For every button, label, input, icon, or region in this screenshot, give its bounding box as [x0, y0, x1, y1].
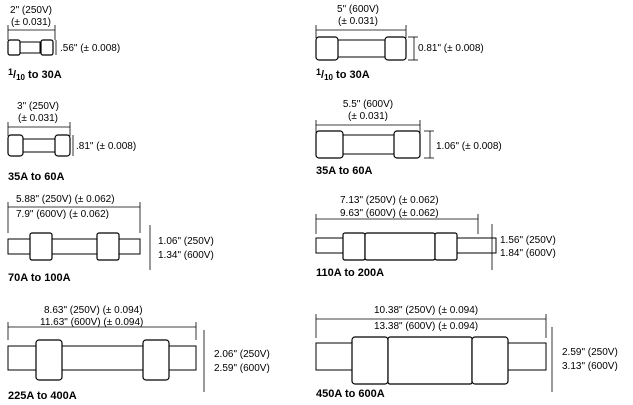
fuse-end-cap: [315, 130, 344, 159]
fuse-end-cap: [393, 130, 421, 159]
fuse-item-2: 5" (600V) (± 0.031) 0.81" (± 0.008) 1/10…: [315, 4, 484, 82]
diameter-label-line-1: 2.06" (250V): [214, 349, 270, 360]
diameter-label-line-1: 2.59" (250V): [562, 347, 618, 358]
fuse-end-cap: [40, 39, 54, 56]
length-label-line-1: 8.63" (250V) (± 0.094): [44, 305, 143, 316]
diameter-label: .56" (± 0.008): [60, 43, 120, 54]
length-label-line-2: 13.38" (600V) (± 0.094): [374, 321, 478, 332]
diameter-label-line-2: 2.59" (600V): [214, 363, 270, 374]
fuse-end-cap: [471, 336, 509, 385]
length-label-line-1: 5" (600V): [337, 4, 379, 15]
diameter-label: .81" (± 0.008): [76, 141, 136, 152]
range-rest: to 30A: [333, 69, 370, 81]
fuse-end-cap: [96, 232, 120, 261]
range-denominator: 10: [324, 73, 333, 82]
length-label-line-2: (± 0.031): [338, 16, 378, 27]
fuse-end-cap: [142, 339, 170, 381]
fuse-end-cap: [384, 36, 407, 61]
fuse-end-cap: [7, 134, 24, 157]
length-label-line-1: 7.13" (250V) (± 0.062): [340, 195, 439, 206]
fuse-item-5: 5.88" (250V) (± 0.062) 7.9" (600V) (± 0.…: [7, 194, 214, 284]
length-label-line-2: 11.63" (600V) (± 0.094): [40, 317, 143, 328]
fuse-end-cap: [315, 36, 339, 61]
fuse-end-cap: [351, 336, 389, 385]
length-label-line-2: (± 0.031): [348, 111, 388, 122]
diameter-label: 0.81" (± 0.008): [418, 43, 484, 54]
fuse-body-center: [364, 232, 436, 261]
fuse-body: [7, 238, 141, 255]
range-denominator: 10: [16, 73, 25, 82]
diameter-label-line-2: 1.34" (600V): [158, 250, 214, 261]
length-label-line-2: 9.63" (600V) (± 0.062): [340, 208, 439, 219]
fuse-end-cap: [7, 39, 21, 56]
fuse-end-cap: [434, 232, 458, 261]
range-numerator: 1: [316, 67, 321, 77]
length-label-line-2: 7.9" (600V) (± 0.062): [16, 209, 109, 220]
range-numerator: 1: [8, 67, 13, 77]
fuse-item-3: 3" (250V) (± 0.031) .81" (± 0.008) 35A t…: [7, 101, 136, 183]
ampere-range-label: 1/10 to 30A: [8, 67, 62, 82]
fuse-end-cap: [54, 134, 71, 157]
fuse-end-cap: [342, 232, 366, 261]
ampere-range-label: 35A to 60A: [316, 165, 373, 177]
fuse-body-center: [387, 336, 473, 385]
diameter-label-line-1: 1.56" (250V): [500, 235, 556, 246]
length-label-line-1: 10.38" (250V) (± 0.094): [374, 305, 478, 316]
diameter-label-line-1: 1.06" (250V): [158, 236, 214, 247]
fuse-end-cap: [29, 232, 53, 261]
fuse-item-1: 2" (250V) (± 0.031) .56" (± 0.008) 1/10 …: [7, 5, 120, 82]
ampere-range-label: 110A to 200A: [316, 267, 384, 279]
fuse-body: [334, 134, 402, 155]
ampere-range-label: 1/10 to 30A: [316, 67, 370, 82]
fuse-end-cap: [35, 339, 63, 381]
fuse-item-6: 7.13" (250V) (± 0.062) 9.63" (600V) (± 0…: [315, 195, 556, 279]
diameter-label: 1.06" (± 0.008): [436, 141, 502, 152]
length-label-line-1: 3" (250V): [17, 101, 59, 112]
fuse-item-8: 10.38" (250V) (± 0.094) 13.38" (600V) (±…: [315, 305, 618, 400]
range-slash: /: [321, 69, 324, 81]
ampere-range-label: 225A to 400A: [8, 390, 77, 402]
length-label-line-2: (± 0.031): [18, 113, 58, 124]
range-slash: /: [13, 69, 16, 81]
ampere-range-label: 70A to 100A: [8, 272, 71, 284]
length-label-line-1: 5.5" (600V): [343, 99, 393, 110]
length-label-line-2: (± 0.031): [11, 17, 51, 28]
diameter-label-line-2: 1.84" (600V): [500, 248, 556, 259]
ampere-range-label: 35A to 60A: [8, 171, 65, 183]
fuse-item-4: 5.5" (600V) (± 0.031) 1.06" (± 0.008) 35…: [315, 99, 502, 177]
diameter-label-line-2: 3.13" (600V): [562, 361, 618, 372]
fuse-item-7: 8.63" (250V) (± 0.094) 11.63" (600V) (± …: [7, 305, 270, 402]
range-rest: to 30A: [25, 69, 62, 81]
ampere-range-label: 450A to 600A: [316, 388, 385, 400]
length-label-line-1: 5.88" (250V) (± 0.062): [16, 194, 115, 205]
length-label-line-1: 2" (250V): [10, 5, 52, 16]
